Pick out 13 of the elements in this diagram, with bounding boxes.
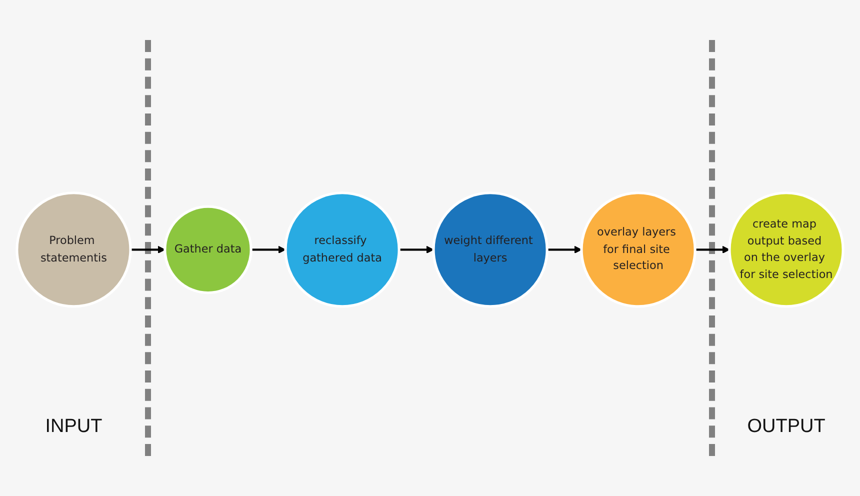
node-circle: create map output based on the overlay for site selection [728,192,844,308]
arrow [695,246,730,254]
arrow [547,246,582,254]
arrow [251,246,286,254]
node-circle: Problem statementis [16,192,132,308]
node-circle: reclassify gathered data [284,192,400,308]
node-circle: overlay layers for final site selection [580,192,696,308]
section-label: INPUT [45,416,102,438]
arrow [130,246,166,254]
arrow [399,246,434,254]
node-circle: weight different layers [432,192,548,308]
node-circle: Gather data [164,206,252,294]
section-label: OUTPUT [747,416,826,438]
